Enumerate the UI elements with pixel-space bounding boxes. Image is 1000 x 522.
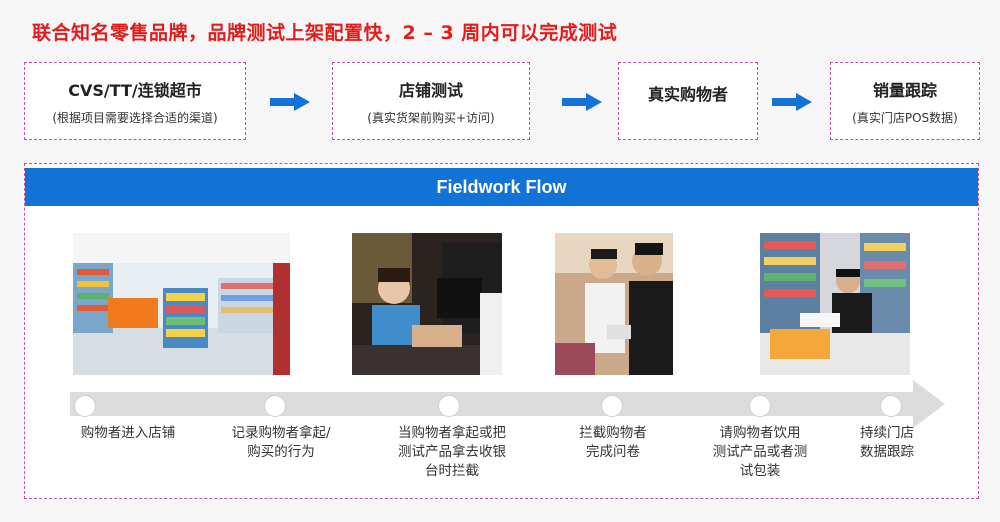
step-subtitle: (真实门店POS数据) xyxy=(852,110,958,125)
step-title: 真实购物者 xyxy=(647,85,728,104)
photo-store-interior xyxy=(73,233,290,375)
step-title: CVS/TT/连锁超市 xyxy=(68,80,202,100)
stage-label: 当购物者拿起或把 测试产品拿去收银 台时拦截 xyxy=(398,425,506,479)
photo-shopper-at-counter xyxy=(352,233,502,375)
timeline-node xyxy=(264,395,286,417)
stage-label: 记录购物者拿起/ 购买的行为 xyxy=(231,425,331,460)
arrow-right-icon xyxy=(562,93,602,111)
photo-interview xyxy=(555,233,673,375)
stage-label: 购物者进入店铺 xyxy=(80,425,176,441)
step-subtitle: (真实货架前购买+访问) xyxy=(367,110,495,125)
photo-tasting xyxy=(760,233,910,375)
stage-label: 请购物者饮用 测试产品或者测 试包装 xyxy=(712,425,808,479)
stage-label: 持续门店 数据跟踪 xyxy=(860,425,914,460)
step-box-store-test: 店铺测试 (真实货架前购买+访问) xyxy=(332,62,530,140)
timeline-arrow xyxy=(70,380,945,428)
timeline-node xyxy=(601,395,623,417)
step-subtitle: (根据项目需要选择合适的渠道) xyxy=(52,110,218,125)
arrow-right-icon xyxy=(270,93,310,111)
step-title: 销量跟踪 xyxy=(872,80,937,100)
timeline-node xyxy=(880,395,902,417)
stage-label: 拦截购物者 完成问卷 xyxy=(579,425,647,460)
step-box-real-shopper: 真实购物者 xyxy=(618,62,758,140)
step-title: 店铺测试 xyxy=(398,80,463,100)
arrow-right-icon xyxy=(772,93,812,111)
step-box-channel: CVS/TT/连锁超市 (根据项目需要选择合适的渠道) xyxy=(24,62,246,140)
timeline-node xyxy=(74,395,96,417)
step-box-sales-tracking: 销量跟踪 (真实门店POS数据) xyxy=(830,62,980,140)
timeline-node xyxy=(749,395,771,417)
timeline-node xyxy=(438,395,460,417)
flow-title: Fieldwork Flow xyxy=(25,168,978,206)
headline: 联合知名零售品牌，品牌测试上架配置快，2 – 3 周内可以完成测试 xyxy=(32,22,618,44)
